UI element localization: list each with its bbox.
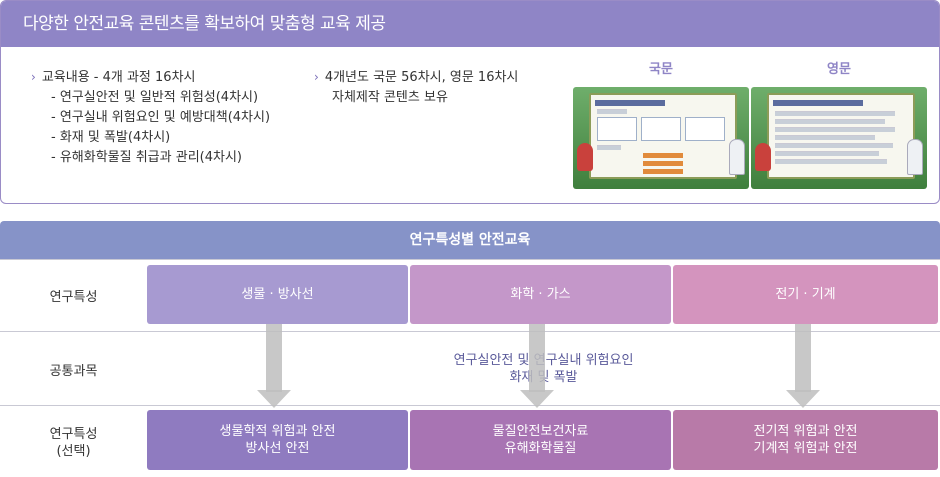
list-item: 자체제작 콘텐츠 보유 [332, 90, 448, 105]
elective-bio-radiation: 생물학적 위험과 안전 방사선 안전 [147, 410, 408, 470]
screenshot-image [751, 87, 927, 189]
course-content-list: ›교육내용 - 4개 과정 16차시 - 연구실안전 및 일반적 위험성(4차시… [31, 67, 270, 168]
category-chemical-gas: 화학 · 가스 [410, 265, 671, 324]
common-course-row: 공통과목 [0, 331, 940, 404]
thumbnail-title: 국문 [649, 62, 673, 77]
list-item: ›교육내용 - 4개 과정 16차시 [31, 70, 196, 85]
list-item: - 연구실내 위험요인 및 예방대책(4차시) [51, 110, 271, 125]
instructor-character-icon [729, 139, 745, 175]
robot-character-icon [577, 143, 593, 171]
korean-content-thumbnail: 국문 [573, 59, 749, 189]
row-label: 연구특성 [49, 290, 98, 305]
chevron-right-icon: › [314, 70, 319, 84]
category-bio-radiation: 생물 · 방사선 [147, 265, 408, 324]
elective-chemical-gas: 물질안전보건자료 유해화학물질 [410, 410, 671, 470]
row-label: 연구특성 (선택) [49, 427, 98, 459]
list-item: - 연구실안전 및 일반적 위험성(4차시) [51, 90, 259, 105]
robot-character-icon [755, 143, 771, 171]
list-item: ›4개년도 국문 56차시, 영문 16차시 [314, 70, 519, 85]
list-item: - 화재 및 폭발(4차시) [51, 130, 171, 145]
english-content-thumbnail: 영문 [751, 59, 927, 189]
down-arrow-icon [786, 324, 820, 410]
list-item: - 유해화학물질 취급과 관리(4차시) [51, 150, 242, 165]
chevron-right-icon: › [31, 70, 36, 84]
panel-title: 다양한 안전교육 콘텐츠를 확보하여 맞춤형 교육 제공 [1, 1, 939, 47]
content-overview-panel: 다양한 안전교육 콘텐츠를 확보하여 맞춤형 교육 제공 ›교육내용 - 4개 … [0, 0, 940, 204]
screenshot-image [573, 87, 749, 189]
content-volume-list: ›4개년도 국문 56차시, 영문 16차시 자체제작 콘텐츠 보유 [314, 67, 518, 108]
thumbnail-title: 영문 [827, 62, 851, 77]
instructor-character-icon [907, 139, 923, 175]
down-arrow-icon [257, 324, 291, 410]
elective-electric-mechanical: 전기적 위험과 안전 기계적 위험과 안전 [673, 410, 938, 470]
section-title: 연구특성별 안전교육 [0, 221, 940, 259]
row-label: 공통과목 [49, 364, 98, 379]
down-arrow-icon [520, 324, 554, 410]
category-electric-mechanical: 전기 · 기계 [673, 265, 938, 324]
